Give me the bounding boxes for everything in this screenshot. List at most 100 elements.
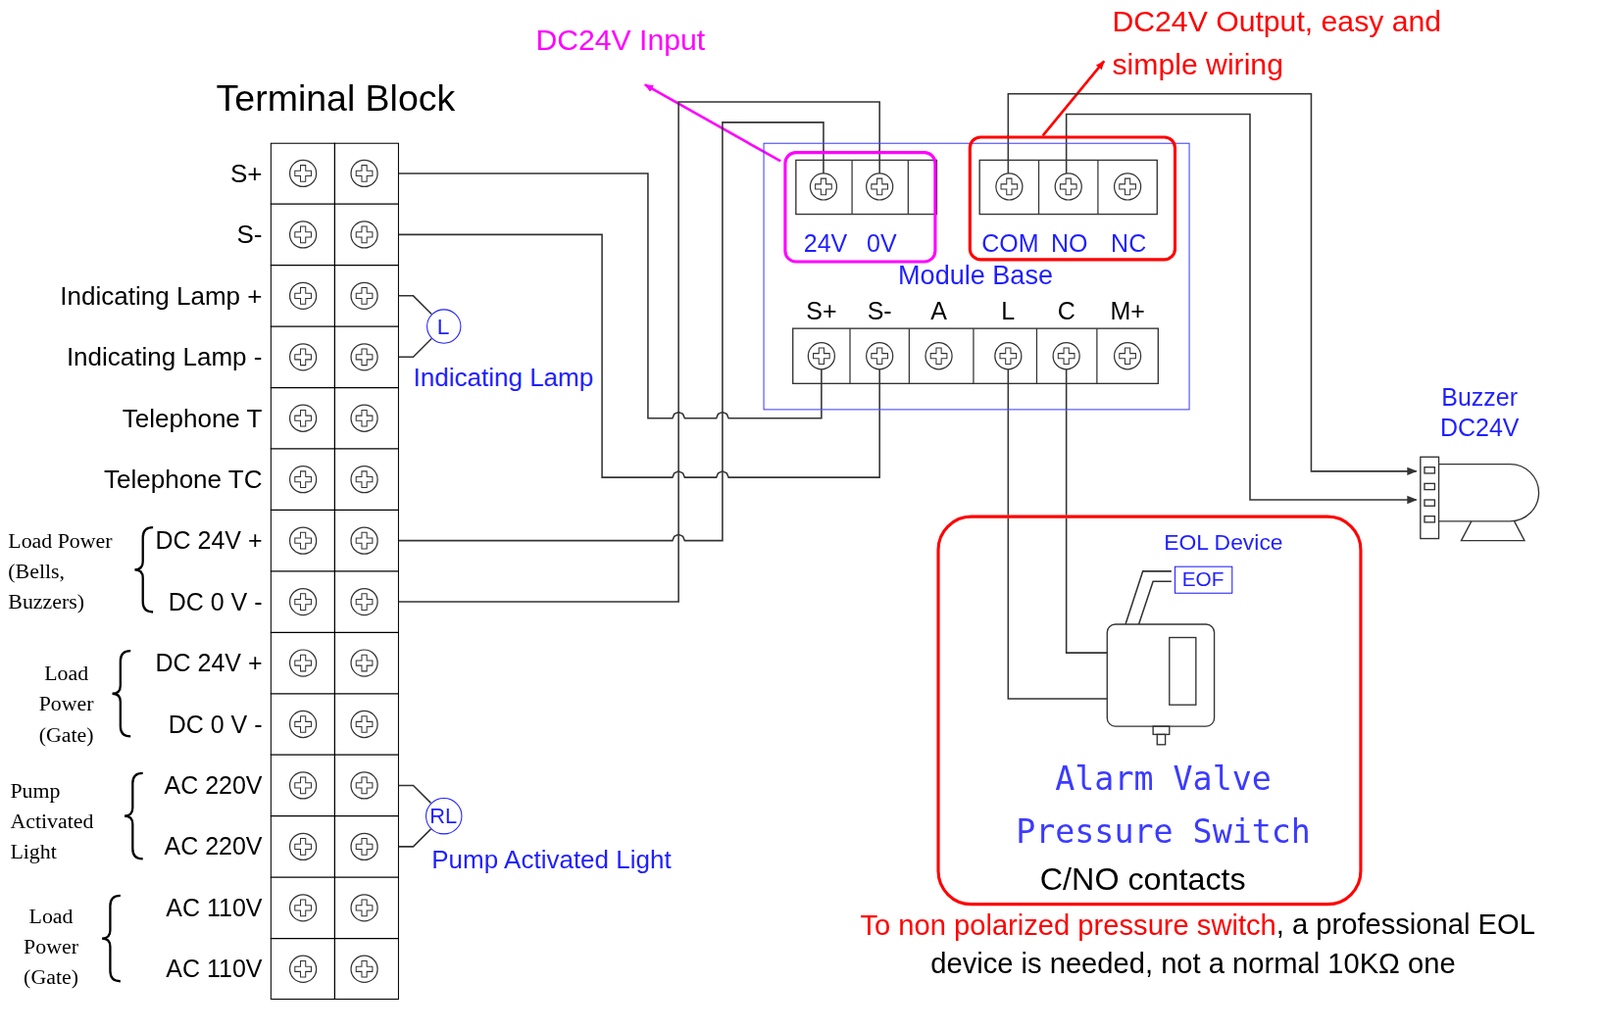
bracket — [124, 773, 144, 859]
screw-head — [290, 344, 317, 371]
terminal-screw — [350, 466, 378, 494]
screw-slot — [295, 226, 312, 244]
terminal-divider — [972, 328, 974, 384]
terminal-screw — [290, 650, 317, 677]
node-label: RL — [429, 803, 457, 829]
node-text: C/NO contacts — [1040, 861, 1247, 899]
pin-name: M+ — [1109, 297, 1145, 326]
screw-head — [1114, 173, 1142, 200]
pin-name: S- — [867, 297, 893, 326]
terminal-screw — [290, 466, 317, 494]
terminal-screw — [350, 527, 378, 554]
terminal-screw — [996, 173, 1023, 200]
eol-lead — [1125, 571, 1172, 625]
screw-slot — [355, 716, 373, 734]
plug-slot — [1424, 516, 1435, 523]
terminal-screw — [1114, 173, 1142, 200]
screw-slot — [871, 178, 889, 196]
terminal-block: Terminal Block — [270, 143, 400, 1000]
terminal-screw — [290, 833, 317, 860]
terminal-screw — [350, 221, 378, 249]
lamp-symbol: L — [426, 308, 461, 344]
screw-head — [290, 772, 317, 800]
wire — [1065, 409, 1068, 515]
terminal-name: S+ — [230, 158, 263, 189]
node-text: NC — [1110, 229, 1147, 258]
terminal-name: Indicating Lamp - — [66, 342, 263, 372]
screw-slot — [355, 777, 373, 795]
eol-lead — [1139, 581, 1172, 625]
terminal-name: Indicating Lamp + — [59, 281, 262, 311]
bracket — [111, 650, 131, 737]
pin-name: L — [1000, 297, 1015, 326]
terminal-screw — [290, 159, 317, 187]
terminal-divider — [1038, 159, 1040, 214]
screw-slot — [295, 777, 312, 795]
screw-slot — [355, 288, 373, 305]
terminal-screw — [350, 159, 378, 187]
screw-slot — [1000, 178, 1018, 196]
terminal-screw — [866, 173, 894, 200]
plug-slot — [1424, 500, 1435, 506]
screw-slot — [355, 839, 373, 856]
screw-head — [290, 589, 317, 616]
screw-slot — [1119, 348, 1137, 365]
screw-slot — [871, 348, 889, 365]
screw-slot — [355, 654, 373, 672]
screw-slot — [355, 349, 373, 366]
pressure-switch-window — [1169, 638, 1197, 706]
node-label: EOL Device — [1163, 530, 1283, 556]
screw-slot — [295, 716, 312, 734]
buzzer: Buzzer DC24V — [1416, 449, 1551, 544]
terminal-name: DC 24V + — [154, 526, 262, 555]
wire — [399, 339, 432, 358]
node-text: NO — [1050, 229, 1088, 258]
terminal-screw — [350, 833, 378, 860]
screw-head — [290, 159, 317, 187]
terminal-divider — [908, 328, 910, 384]
screw-slot — [355, 409, 373, 427]
screw-head — [290, 527, 317, 554]
terminal-divider — [334, 143, 336, 1000]
terminal-screw — [290, 772, 317, 800]
terminal-divider — [850, 159, 852, 214]
screw-slot — [1059, 178, 1077, 196]
pin-name: C — [1057, 297, 1076, 326]
screw-slot — [295, 839, 312, 856]
terminal-name: AC 220V — [164, 771, 263, 800]
terminal-screw — [1114, 343, 1142, 370]
terminal-name: Pump Activated Light — [431, 845, 671, 875]
terminal-screw — [809, 173, 837, 200]
node-text: EOF — [1182, 567, 1225, 592]
terminal-screw — [350, 955, 378, 983]
screw-slot — [295, 165, 312, 183]
buzzer-body — [1439, 464, 1540, 522]
terminal-screw — [290, 221, 317, 249]
node-label: Module Base — [898, 261, 1053, 293]
plug-slot — [1424, 467, 1435, 474]
terminal-strip — [979, 159, 1157, 214]
wire — [399, 296, 432, 315]
screw-head — [290, 833, 317, 860]
screw-head — [290, 650, 317, 677]
screw-slot — [295, 409, 312, 427]
terminal-screw — [290, 527, 317, 554]
callout-label: DC24V Input — [535, 23, 705, 58]
wire — [1066, 114, 1417, 500]
pressure-port — [1152, 726, 1170, 735]
screw-slot — [1057, 348, 1075, 365]
screw-head — [290, 955, 317, 983]
terminal-screw — [350, 710, 378, 738]
terminal-screw — [995, 343, 1022, 370]
terminal-screw — [290, 710, 317, 738]
screw-head — [350, 404, 378, 432]
screw-slot — [355, 226, 373, 244]
screw-head — [866, 173, 894, 200]
terminal-screw — [290, 955, 317, 983]
screw-head — [350, 955, 378, 983]
terminal-name: AC 110V — [165, 954, 262, 984]
wire — [1007, 134, 1010, 174]
screw-head — [350, 772, 378, 800]
